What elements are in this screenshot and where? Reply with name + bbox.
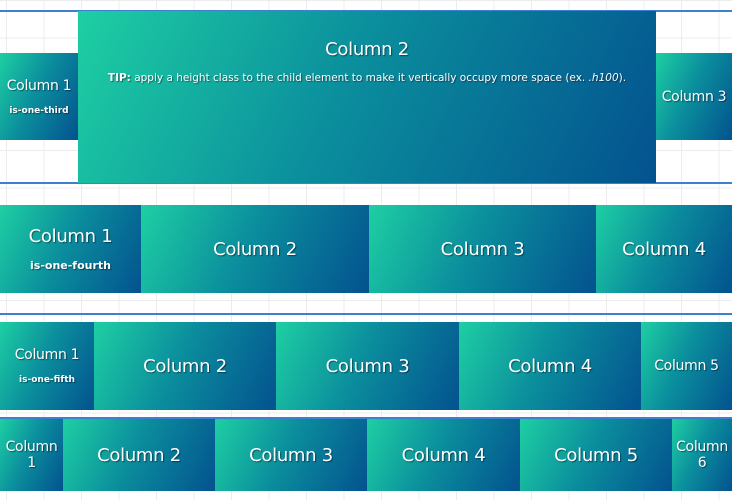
column-title: Column 1	[6, 77, 72, 94]
column-title: Column 2	[143, 355, 227, 377]
row-3-column-2: Column 2	[94, 322, 276, 410]
column-title: Column 2	[325, 39, 409, 60]
row-4-column-1: Column 1	[0, 419, 63, 491]
column-title: Column 2	[213, 238, 297, 260]
column-title: Column 4	[508, 355, 592, 377]
column-subtitle: is-one-third	[9, 105, 69, 116]
row-1-column-2: Column 2 TIP: apply a height class to th…	[78, 11, 656, 183]
column-title: Column 3	[249, 444, 333, 466]
row-1-bottom-border	[0, 182, 732, 184]
tip-text: TIP: apply a height class to the child e…	[108, 72, 626, 84]
row-3-column-3: Column 3	[276, 322, 459, 410]
column-title: Column 6	[676, 439, 728, 471]
row-4-column-5: Column 5	[520, 419, 672, 491]
row-2-column-1: Column 1 is-one-fourth	[0, 205, 141, 293]
tip-body: apply a height class to the child elemen…	[130, 72, 589, 84]
column-title: Column 1	[28, 226, 113, 247]
column-title: Column 4	[622, 238, 706, 260]
column-title: Column 4	[401, 444, 486, 466]
column-title: Column 3	[661, 88, 727, 105]
row-4-column-2: Column 2	[63, 419, 215, 491]
column-title: Column 5	[654, 358, 719, 374]
row-2-column-2: Column 2	[141, 205, 369, 293]
column-title: Column 3	[440, 238, 525, 260]
row-3-top-border	[0, 313, 732, 315]
column-subtitle: is-one-fourth	[30, 259, 111, 272]
tip-code: .h100	[588, 72, 619, 84]
row-3-column-1: Column 1 is-one-fifth	[0, 322, 94, 410]
tip-end: ).	[618, 72, 627, 84]
column-subtitle: is-one-fifth	[19, 375, 75, 385]
row-3-column-4: Column 4	[459, 322, 641, 410]
row-4-column-3: Column 3	[215, 419, 367, 491]
row-4-column-6: Column 6	[672, 419, 732, 491]
column-title: Column 1	[14, 347, 80, 363]
column-title: Column 3	[325, 355, 410, 377]
column-title: Column 5	[554, 444, 638, 466]
row-3-column-5: Column 5	[641, 322, 732, 410]
row-4-column-4: Column 4	[367, 419, 520, 491]
row-1-column-3: Column 3	[656, 53, 732, 140]
column-title: Column 2	[97, 444, 181, 466]
row-1-column-1: Column 1 is-one-third	[0, 53, 78, 140]
tip-label: TIP:	[107, 72, 131, 84]
row-2-column-4: Column 4	[596, 205, 732, 293]
row-2-column-3: Column 3	[369, 205, 596, 293]
column-title: Column 1	[5, 439, 58, 471]
row-4-top-border	[0, 417, 732, 419]
